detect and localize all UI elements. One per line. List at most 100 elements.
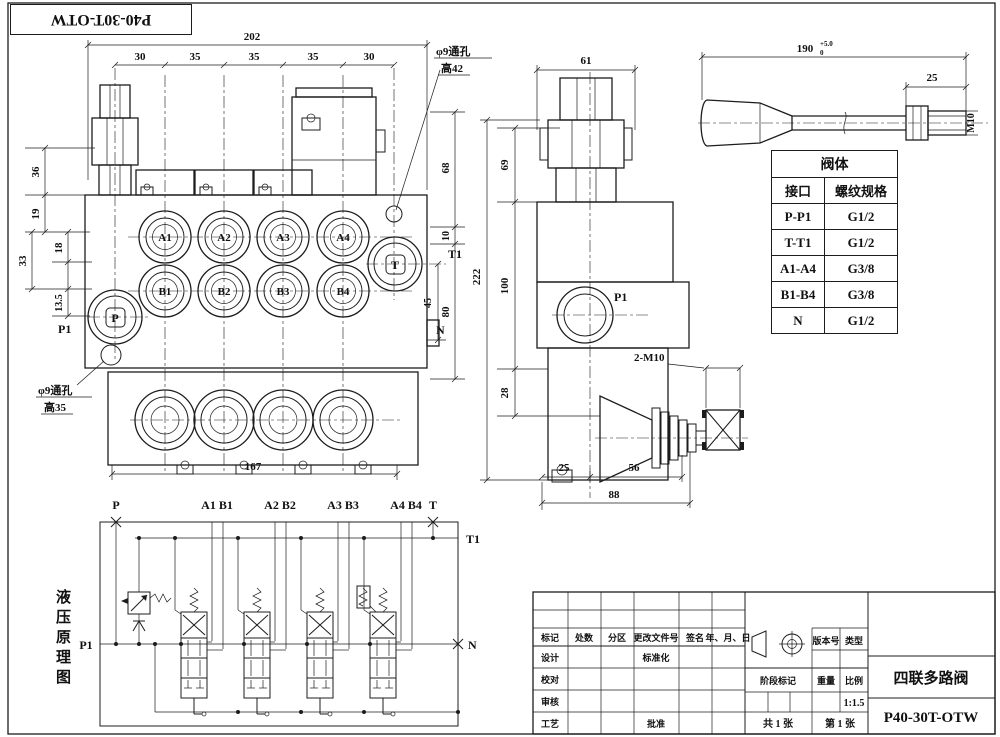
tb-process: 工艺 xyxy=(541,718,559,729)
spec-cell: B1-B4 xyxy=(771,281,825,308)
b-ports: B1 B2 B3 B4 xyxy=(138,264,370,318)
tb-approval: 批准 xyxy=(647,718,665,729)
t-port: T xyxy=(367,236,423,292)
dim-13-5: 13.5 xyxy=(54,294,65,312)
tb-check: 校对 xyxy=(541,674,559,685)
dim-18: 18 xyxy=(53,242,65,254)
dim-68: 68 xyxy=(440,162,452,174)
schematic-border xyxy=(99,521,459,727)
tb-count: 处数 xyxy=(574,632,594,643)
carryover-cap xyxy=(291,87,386,196)
tb-mark: 标记 xyxy=(540,632,559,643)
spec-cell: G1/2 xyxy=(824,229,898,256)
side-view-dimensions: 61 69 100 28 222 2-M10 25 56 88 xyxy=(471,55,744,510)
hole-note-top-1: φ9通孔 xyxy=(436,45,470,58)
valve-body-front xyxy=(84,194,428,369)
spec-cell: G3/8 xyxy=(824,281,898,308)
side-p1-label: P1 xyxy=(614,290,627,304)
tb-change-doc: 更改文件号 xyxy=(633,632,678,643)
spec-cell: A1-A4 xyxy=(771,255,825,282)
n-port-boss xyxy=(426,319,440,347)
port-label-a4: A4 xyxy=(336,232,350,244)
relief-valve-symbol xyxy=(121,536,172,615)
joystick-assembly xyxy=(599,394,744,484)
front-lower-block xyxy=(107,371,419,475)
dim-100: 100 xyxy=(499,277,511,294)
tb-scale-value: 1:1.5 xyxy=(844,698,865,709)
dim-25-handle: 25 xyxy=(927,72,939,84)
sheet-border xyxy=(7,2,996,735)
port-label-a2: A2 xyxy=(217,232,231,244)
port-label-p: P xyxy=(111,311,118,325)
dim-30b: 30 xyxy=(364,51,376,63)
dim-35a: 35 xyxy=(190,51,202,63)
tb-signature: 签名 xyxy=(685,632,704,643)
dim-190: 190 xyxy=(797,43,814,55)
tb-date: 年、月、日 xyxy=(705,632,750,643)
a-ports: A1 A2 A3 A4 xyxy=(138,210,370,264)
schem-label-t1: T1 xyxy=(466,532,480,546)
front-n-label: N xyxy=(436,323,445,337)
spec-table-title: 阀体 xyxy=(771,150,898,178)
dim-28: 28 xyxy=(499,387,511,399)
port-label-a1: A1 xyxy=(158,232,171,244)
tb-zone: 分区 xyxy=(608,632,626,643)
schem-label-n: N xyxy=(468,638,477,652)
hole-note-bot-2: 高35 xyxy=(44,400,66,414)
front-t1-label: T1 xyxy=(448,247,462,261)
port-label-b1: B1 xyxy=(159,286,172,298)
dim-35c: 35 xyxy=(308,51,320,63)
plug-marks xyxy=(110,516,464,650)
hole-note-bot-1: φ9通孔 xyxy=(38,384,72,397)
phi9-hole-bottom xyxy=(100,344,122,366)
schem-label-t: T xyxy=(429,498,437,512)
dim-m10-thread: M10 xyxy=(966,113,977,132)
schem-label-a1b1: A1 B1 xyxy=(201,498,233,512)
port-label-t: T xyxy=(391,258,399,272)
tb-model-number: P40-30T-OTW xyxy=(884,710,978,726)
tb-stage-label: 阶段标记 xyxy=(760,675,796,686)
projection-symbol-icon xyxy=(751,630,805,658)
handle-view: 190 +5.0 0 25 M10 xyxy=(698,40,988,147)
port-label-b2: B2 xyxy=(218,286,231,298)
bypass-line xyxy=(153,642,460,714)
tb-sheet-total: 共 1 张 xyxy=(763,717,794,730)
dim-36: 36 xyxy=(30,166,42,178)
front-view: A1 A2 A3 A4 B1 B2 B3 B4 T P xyxy=(17,31,492,480)
spec-col-thread: 螺纹规格 xyxy=(824,177,898,204)
dim-167: 167 xyxy=(245,461,262,473)
schem-label-p1: P1 xyxy=(79,638,92,652)
dim-10: 10 xyxy=(441,231,452,241)
port-label-b3: B3 xyxy=(277,286,290,298)
dim-19: 19 xyxy=(30,208,42,220)
dim-202: 202 xyxy=(244,31,261,43)
dim-30a: 30 xyxy=(135,51,147,63)
spool4-detent xyxy=(356,585,377,613)
tb-design: 设计 xyxy=(541,652,559,663)
side-view: P1 61 69 100 28 222 2-M10 xyxy=(471,55,748,510)
handle-dimensions: 190 +5.0 0 25 M10 xyxy=(698,40,978,136)
dim-222: 222 xyxy=(471,268,483,285)
label-2-m10: 2-M10 xyxy=(634,352,665,364)
tb-product-name: 四联多路阀 xyxy=(893,669,968,687)
handle-drawing xyxy=(700,99,967,147)
dim-35b: 35 xyxy=(249,51,261,63)
spec-cell: P-P1 xyxy=(771,203,825,230)
schematic-vertical-title: 液压原理图 xyxy=(54,589,70,689)
valve-caps xyxy=(135,169,313,196)
dim-80: 80 xyxy=(440,306,452,318)
schem-label-a3b3: A3 B3 xyxy=(327,498,359,512)
dim-61: 61 xyxy=(581,55,592,67)
check-valve-symbol xyxy=(132,614,146,646)
phi9-hole-top xyxy=(385,205,403,223)
dim-190-tol-upper: +5.0 xyxy=(820,40,833,48)
hydraulic-schematic: P A1 B1 A2 B2 A3 B3 A4 B4 T T1 N P1 xyxy=(79,498,480,727)
dim-45: 45 xyxy=(423,298,434,308)
tb-type-label: 类型 xyxy=(845,635,863,646)
